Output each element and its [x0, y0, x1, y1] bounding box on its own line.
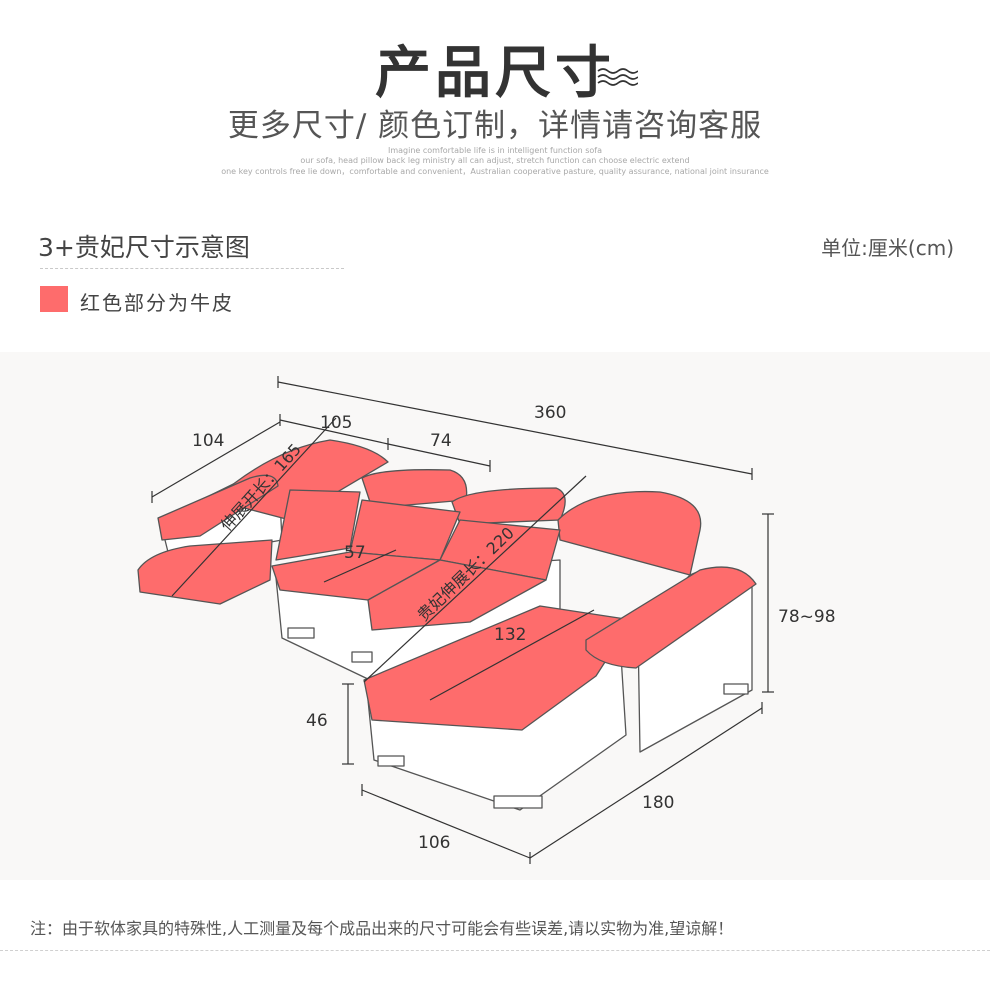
headrest-right [451, 487, 566, 525]
page-title: 产品尺寸 [375, 41, 615, 106]
legend-label: 红色部分为牛皮 [80, 291, 234, 315]
label-arm-width: 104 [192, 431, 224, 451]
leg-3 [377, 755, 405, 767]
headrest-left [213, 439, 389, 521]
headrest-far-right [557, 490, 702, 576]
label-chaise-width: 132 [494, 625, 526, 645]
leather-color-swatch [40, 286, 68, 312]
label-seat-height: 46 [306, 711, 328, 731]
recliner-footrest [137, 539, 273, 605]
backrest-left [275, 489, 361, 561]
label-front-width: 106 [418, 833, 450, 853]
label-height: 78~98 [778, 607, 836, 627]
label-seat-depth: 57 [344, 543, 366, 563]
leg-5 [723, 683, 749, 695]
tagline-line-2: our sofa, head pillow back leg ministry … [300, 156, 690, 165]
label-backrest-width: 74 [430, 431, 452, 451]
wave-decoration-icon [597, 68, 638, 86]
backrest-middle [349, 499, 461, 561]
label-chaise-depth: 180 [642, 793, 674, 813]
right-arm-top [585, 566, 757, 669]
footer-divider [0, 950, 990, 951]
leg-4 [493, 795, 543, 809]
section-divider [40, 268, 344, 269]
page-subtitle: 更多尺寸/ 颜色订制，详情请咨询客服 [227, 108, 763, 144]
section-title: 3+贵妃尺寸示意图 [38, 233, 250, 262]
disclaimer-note: 注：由于软体家具的特殊性,人工测量及每个成品出来的尺寸可能会有些误差,请以实物为… [30, 919, 734, 938]
left-arm-top [157, 474, 279, 541]
leg-2 [351, 651, 373, 663]
tagline-line-3: one key controls free lie down，comfortab… [221, 167, 769, 176]
headrest-middle [361, 469, 468, 509]
label-total-length: 360 [534, 403, 566, 423]
unit-label: 单位:厘米(cm) [821, 236, 954, 260]
label-recliner-width: 105 [320, 413, 352, 433]
tagline-line-1: Imagine comfortable life is in intellige… [387, 146, 603, 155]
leg-1 [287, 627, 315, 639]
